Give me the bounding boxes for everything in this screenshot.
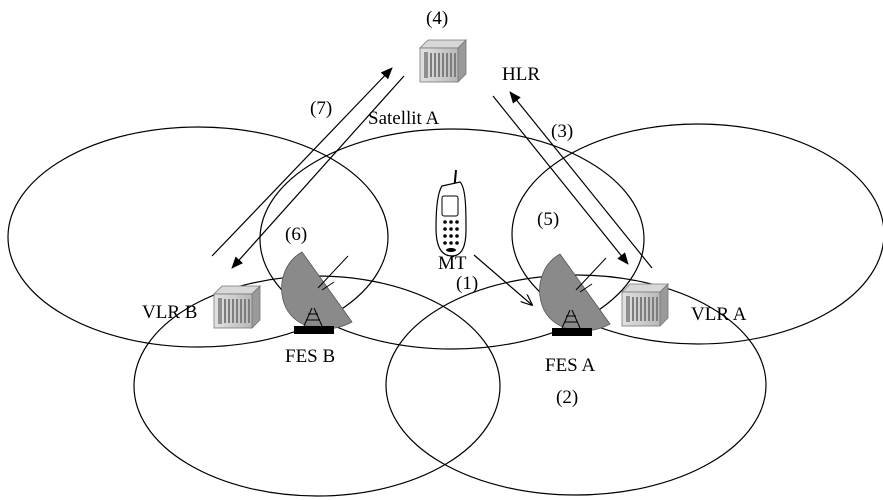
vlr-b-server-icon	[213, 285, 261, 329]
step-6-label: (6)	[285, 224, 307, 245]
arrow-mt-to-fes-a	[473, 254, 532, 305]
step-1-label: (1)	[456, 273, 478, 294]
arrow-hlr-to-vlr-a	[492, 95, 629, 265]
step-2-label: (2)	[556, 387, 578, 408]
step-5-label: (5)	[537, 209, 559, 230]
vlr-a-server-icon	[621, 283, 669, 327]
arrow-vlr-a-to-hlr	[509, 91, 653, 269]
step-7-label: (7)	[310, 98, 332, 119]
step-4-label: (4)	[426, 8, 448, 29]
vlr-a-label: VLR A	[691, 304, 747, 325]
coverage-ellipse-bottom-right	[385, 274, 767, 496]
fes-b-label: FES B	[285, 346, 335, 367]
hlr-server-icon	[419, 39, 467, 83]
mt-label: MT	[438, 253, 467, 274]
fes-a-dish-icon	[539, 253, 611, 337]
step-3-label: (3)	[551, 121, 573, 142]
coverage-ellipse-top-right	[511, 123, 883, 345]
coverage-ellipse-top-left	[7, 126, 389, 348]
satellite-label: Satellit A	[368, 108, 440, 129]
hlr-label: HLR	[502, 64, 540, 85]
arrow-hlr-to-vlr-b	[231, 75, 405, 269]
fes-a-label: FES A	[545, 355, 595, 376]
arrow-vlr-b-to-hlr	[211, 67, 393, 257]
mobile-phone-icon	[435, 169, 467, 257]
coverage-ellipse-top-center	[259, 128, 645, 350]
fes-b-dish-icon	[281, 251, 353, 335]
vlr-b-label: VLR B	[142, 302, 197, 323]
